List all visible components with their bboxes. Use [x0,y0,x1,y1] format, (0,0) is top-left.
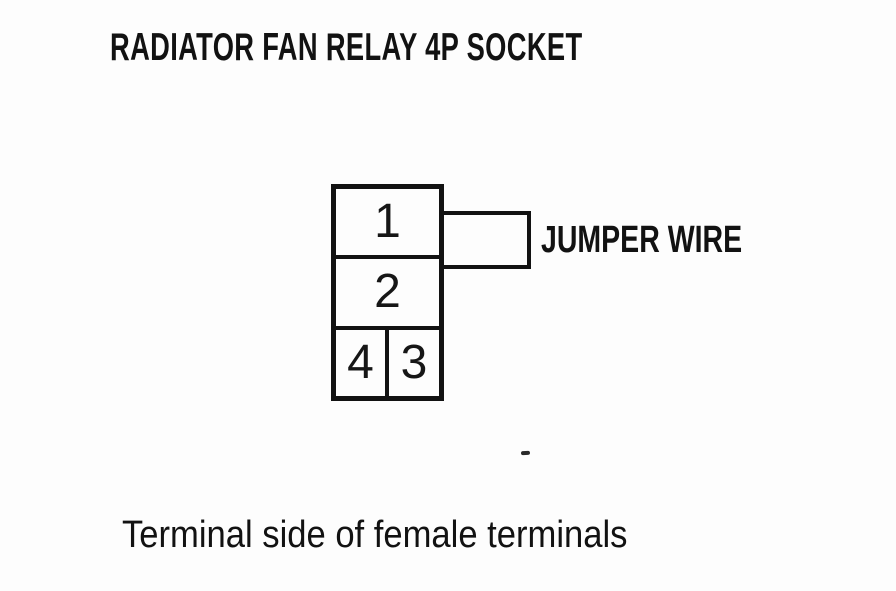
jumper-wire-label-wrap: JUMPER WIRE [541,211,809,269]
scan-artifact-dot [520,450,531,456]
jumper-wire-label: JUMPER WIRE [541,219,743,261]
terminal-number-4: 4 [347,335,374,389]
terminal-number-1: 1 [374,195,401,249]
terminal-row-bottom: 4 3 [336,329,439,396]
caption: Terminal side of female terminals [122,514,628,556]
terminal-cell-3: 3 [389,330,439,396]
terminal-number-2: 2 [374,265,401,319]
terminal-number-3: 3 [400,335,428,389]
jumper-wire-shape [444,211,531,269]
page-title: RADIATOR FAN RELAY 4P SOCKET [110,26,583,69]
terminal-cell-1: 1 [336,189,439,260]
terminal-cell-4: 4 [336,329,389,396]
relay-socket-diagram: 1 2 4 3 [331,184,444,401]
terminal-cell-2: 2 [336,259,439,330]
